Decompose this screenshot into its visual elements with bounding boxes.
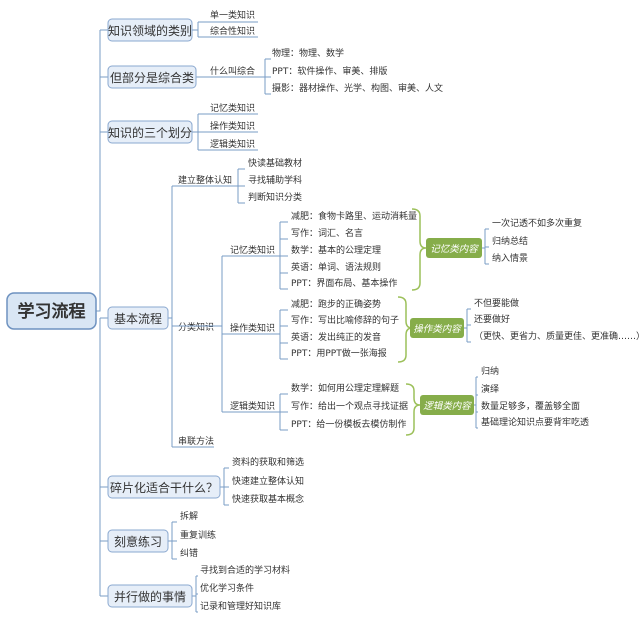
topic: 记忆类知识: [230, 244, 275, 256]
topic: 建立整体认知: [178, 174, 232, 186]
topic: 操作类知识: [210, 120, 255, 132]
topic: 快速建立整体认知: [232, 475, 304, 487]
topic: 数学：如何用公理定理解题: [291, 382, 399, 394]
topic: 归纳总结: [492, 235, 528, 247]
topic-underlines: [177, 21, 274, 448]
connector: [274, 309, 288, 360]
topic: 纠错: [180, 547, 198, 559]
connector: [96, 29, 108, 597]
topic: 写作：给出一个观点寻找证据: [291, 400, 408, 412]
topic: 优化学习条件: [200, 582, 254, 594]
connector: [196, 58, 271, 95]
topic: 逻辑类知识: [210, 138, 255, 150]
branch-label-b1: 知识领域的类别: [108, 23, 192, 38]
root-label: 学习流程: [18, 301, 86, 322]
topic: 重复训练: [180, 529, 216, 541]
summary-node-memory[interactable]: [426, 238, 482, 258]
topic: 数量足够多，覆盖够全面: [481, 400, 580, 412]
topic: 操作类知识: [230, 322, 275, 334]
topic: 逻辑类知识: [230, 400, 275, 412]
topic: PPT：用PPT做一张海报: [291, 347, 387, 359]
topic: 什么叫综合: [210, 65, 255, 77]
summary-bracket-logic: [405, 383, 421, 436]
connector: [168, 521, 177, 560]
topic: 归纳: [481, 365, 499, 377]
branch-label-b6: 刻意练习: [114, 534, 162, 549]
topic: （更快、更省力、质量更佳、更准确……）: [474, 330, 640, 342]
topic: 摄影：器材操作、光学、构图、审美、人文: [272, 82, 443, 94]
branch-label-b2: 但部分是综合类: [110, 70, 194, 85]
topic: 数学：基本的公理定理: [291, 244, 381, 256]
topic: 寻找辅助学科: [248, 174, 302, 186]
topic: 物理：物理、数学: [272, 47, 344, 59]
topic: PPT：给一份模板去模仿制作: [291, 418, 406, 430]
topic: 分类知识: [178, 321, 214, 333]
branch-node-b7[interactable]: [107, 584, 193, 608]
connector: [220, 467, 229, 506]
summary-label-operation: 操作类内容: [413, 323, 462, 335]
connector: [232, 168, 245, 204]
topic: 综合性知识: [210, 25, 255, 37]
connector: [464, 308, 471, 343]
topic: 串联方法: [178, 435, 214, 447]
connector: [274, 221, 288, 290]
branch-node-b1[interactable]: [107, 18, 193, 42]
topic-texts: 单一类知识 综合性知识 什么叫综合 物理：物理、数学 PPT：软件操作、审美、排…: [178, 9, 640, 612]
branch-node-b5[interactable]: [107, 475, 221, 499]
connector: [474, 376, 478, 429]
topic: 基础理论知识点要背牢吃透: [481, 416, 589, 428]
root-node[interactable]: [6, 292, 97, 330]
topic: 英语：单词、语法规则: [291, 261, 381, 273]
branch-label-b3: 知识的三个划分: [108, 125, 192, 140]
topic: 写作：词汇、名言: [291, 227, 363, 239]
topic: 还要做好: [474, 313, 510, 325]
topic: 寻找到合适的学习材料: [200, 564, 290, 576]
summary-bracket-operation: [397, 296, 413, 363]
topic: 记忆类知识: [210, 102, 255, 114]
connector: [482, 228, 489, 265]
connector: [192, 575, 198, 613]
summary-label-logic: 逻辑类内容: [423, 400, 472, 412]
topic: 判断知识分类: [248, 191, 302, 203]
branch-node-b3[interactable]: [107, 120, 193, 144]
topic: 减肥：跑步的正确姿势: [291, 298, 381, 310]
level1-nodes: 知识领域的类别 但部分是综合类 知识的三个划分 基本流程 碎片化适合干什么？ 刻…: [107, 18, 221, 608]
topic: 减肥：食物卡路里、运动消耗量: [291, 210, 417, 222]
summary-node-operation[interactable]: [410, 318, 464, 338]
summary-node-logic[interactable]: [420, 395, 474, 415]
branch-node-b2[interactable]: [107, 65, 197, 89]
topic: PPT：界面布局、基本操作: [291, 277, 397, 289]
topic: 英语：发出纯正的发音: [291, 331, 381, 343]
topic: 写作：写出比喻修辞的句子: [291, 314, 399, 326]
connector-lines: [96, 21, 489, 613]
topic: 记录和管理好知识库: [200, 600, 281, 612]
summary-labels: 记忆类内容 操作类内容 逻辑类内容: [410, 238, 482, 415]
topic: 资料的获取和筛选: [232, 456, 304, 468]
topic: 不但要能做: [474, 297, 519, 309]
topic: 演绎: [481, 383, 499, 395]
topic: 单一类知识: [210, 9, 255, 21]
connector: [168, 185, 177, 448]
branch-label-b4: 基本流程: [114, 311, 162, 326]
summary-label-memory: 记忆类内容: [430, 243, 479, 255]
connector: [214, 255, 229, 413]
topic: PPT：软件操作、审美、排版: [272, 65, 387, 77]
topic: 快速获取基本概念: [232, 493, 304, 505]
branch-label-b5: 碎片化适合干什么？: [110, 480, 218, 495]
connector: [274, 393, 288, 431]
topic: 拆解: [180, 510, 198, 522]
branch-node-b6[interactable]: [107, 529, 169, 553]
branch-label-b7: 并行做的事情: [114, 589, 186, 604]
connector: [192, 113, 206, 151]
branch-node-b4[interactable]: [107, 306, 169, 330]
connector: [192, 21, 206, 38]
topic: 快读基础教材: [248, 157, 302, 169]
topic: 一次记透不如多次重复: [492, 217, 582, 229]
topic: 纳入情景: [492, 252, 528, 264]
